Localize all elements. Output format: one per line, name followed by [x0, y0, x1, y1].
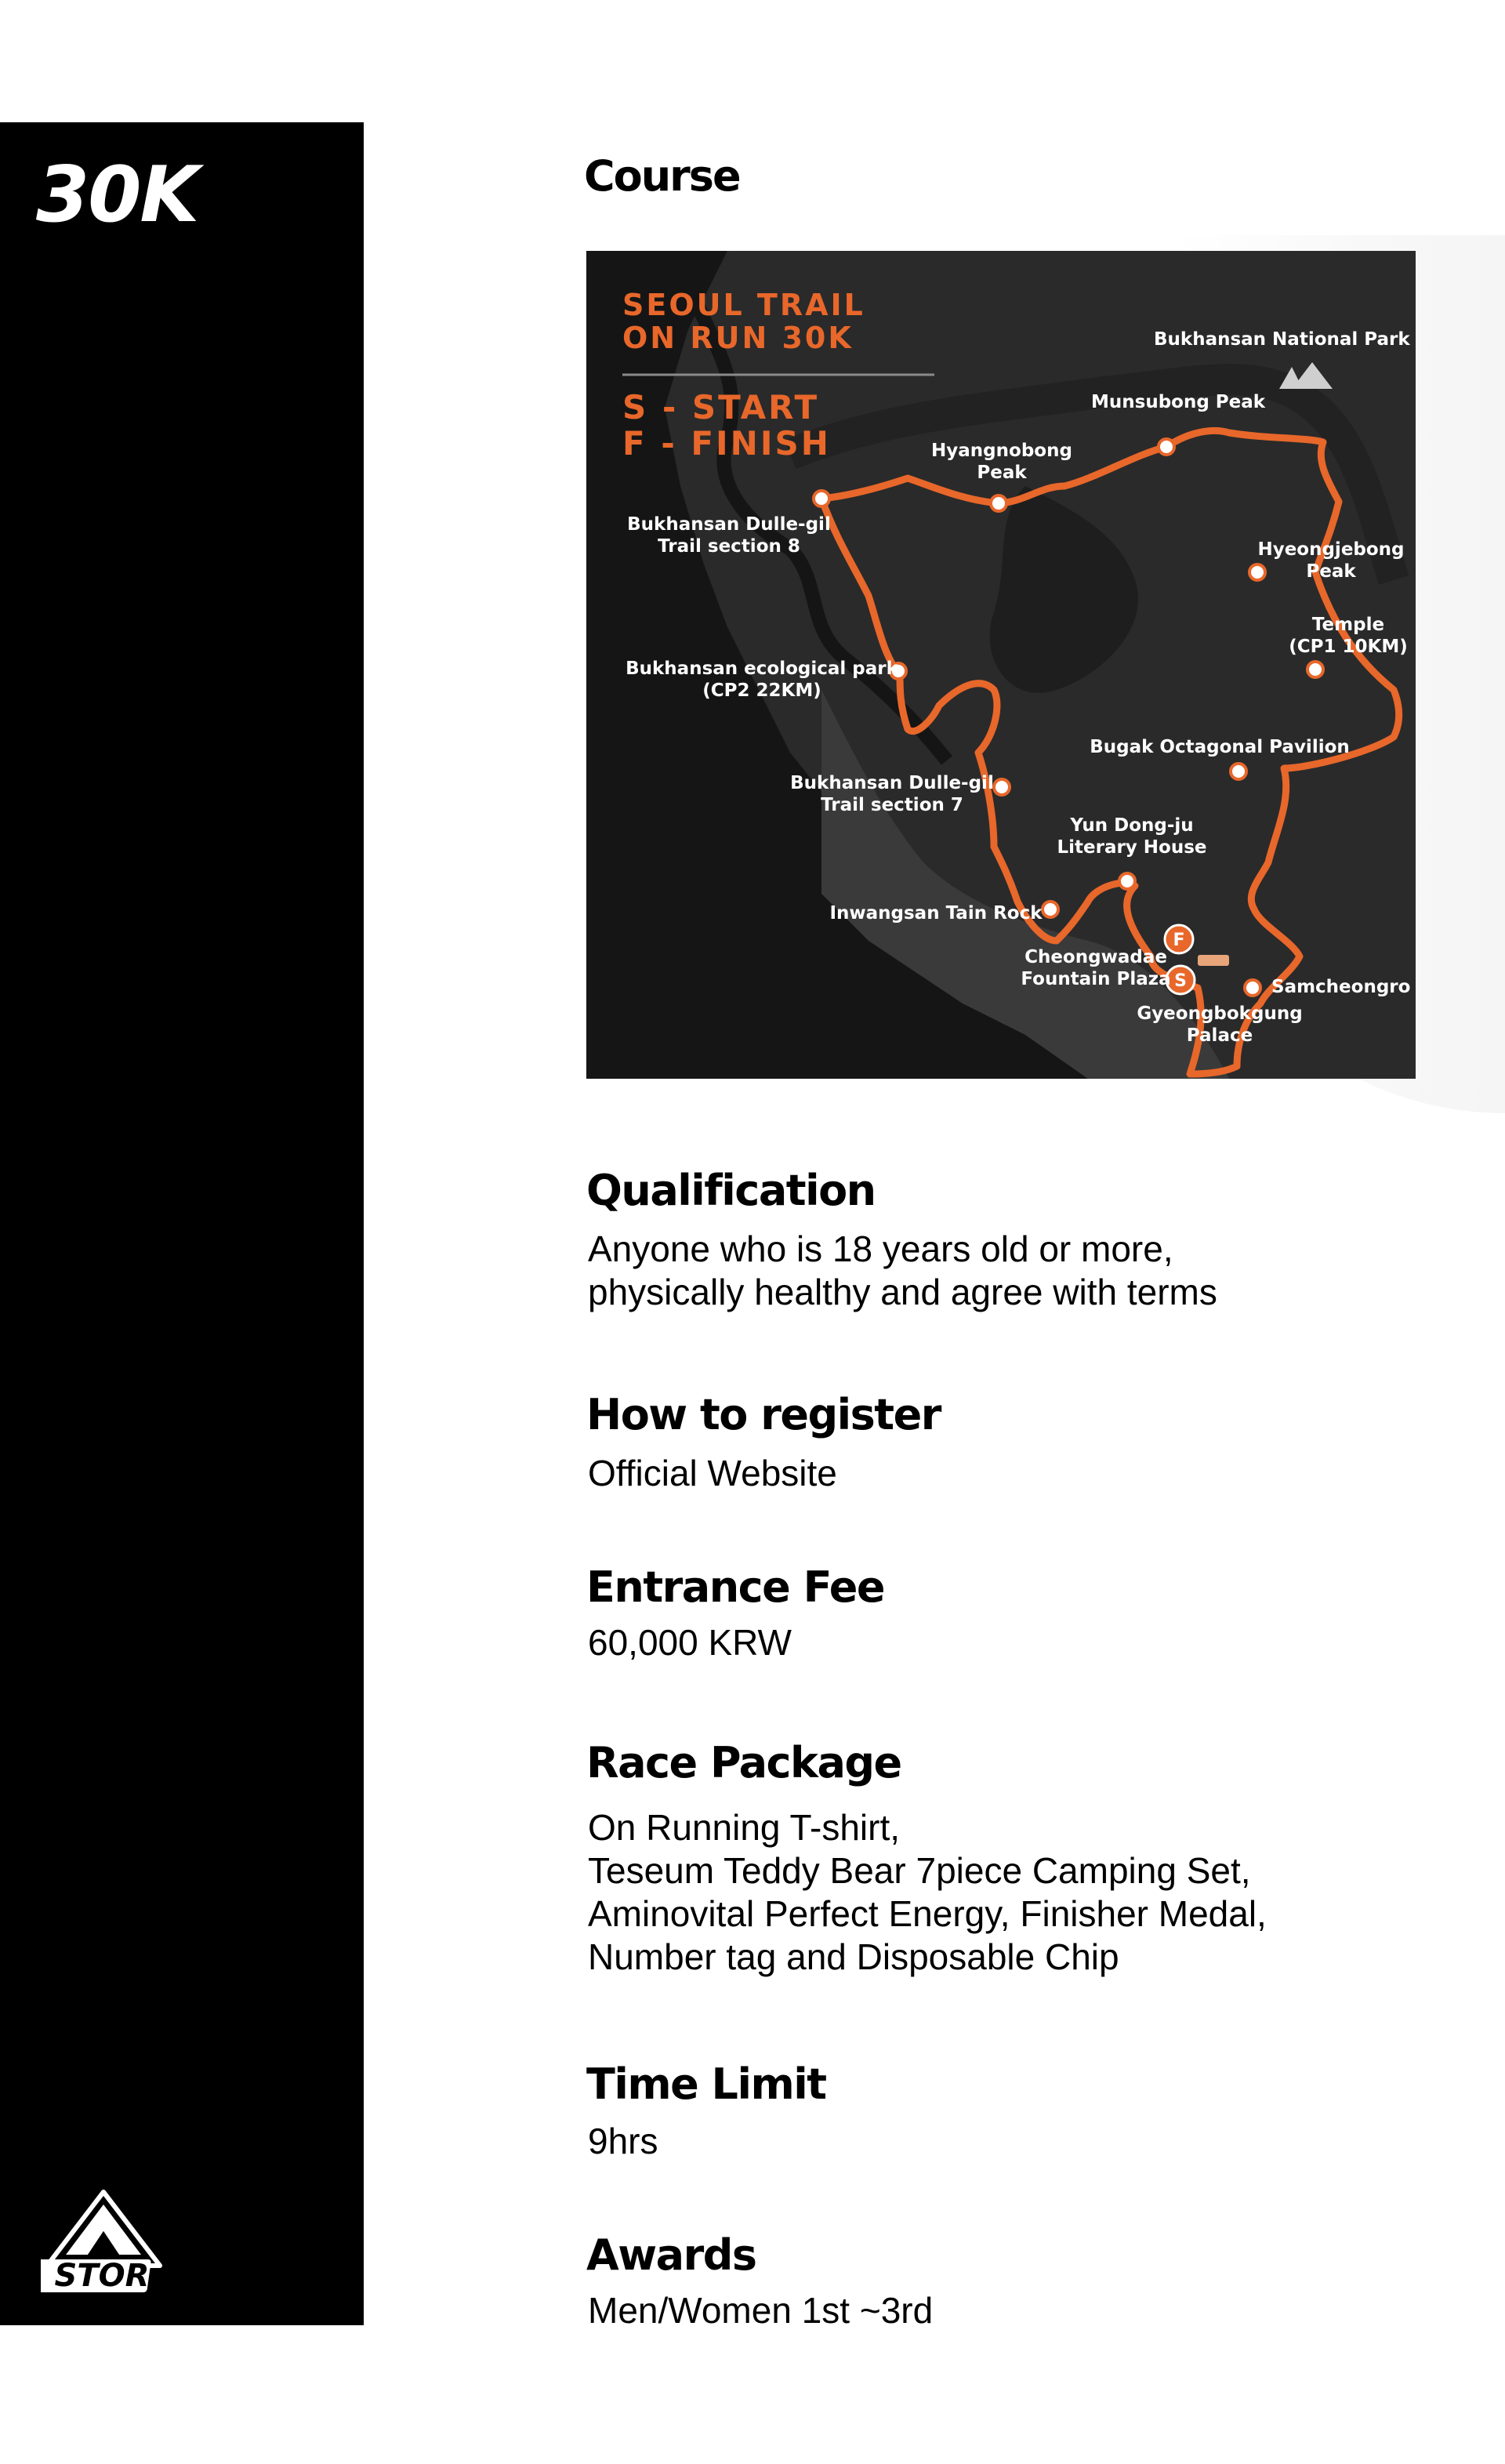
cp-dot-samcheongro	[1243, 978, 1262, 997]
label-yundongju-1: Yun Dong-ju	[1069, 815, 1193, 836]
label-samcheongro: Samcheongro	[1271, 977, 1410, 997]
label-dullegil8-1: Bukhansan Dulle-gil	[627, 514, 831, 535]
label-bugak: Bugak Octagonal Pavilion	[1090, 737, 1350, 757]
label-hyangnobong-1: Hyangnobong	[931, 441, 1072, 461]
map-title-line1: SEOUL TRAIL	[622, 288, 865, 322]
palace-icon	[1198, 955, 1229, 966]
logo-text: STOR	[55, 2258, 150, 2294]
cp-dot-dullegil8	[812, 489, 831, 508]
cp-dot-hyeongjebong	[1248, 563, 1267, 582]
time-limit-heading: Time Limit	[586, 2059, 827, 2109]
inner-valley	[989, 486, 1138, 693]
cp-dot-dullegil7	[992, 778, 1011, 797]
package-line3: Aminovital Perfect Energy, Finisher Meda…	[588, 1893, 1267, 1934]
awards-text: Men/Women 1st ~3rd	[588, 2290, 934, 2331]
time-limit-text: 9hrs	[588, 2121, 658, 2161]
label-temple-2: (CP1 10KM)	[1289, 637, 1408, 657]
label-gyeongbok-2: Palace	[1187, 1025, 1253, 1046]
city-area	[821, 690, 1229, 1079]
qualification-line2: physically healthy and agree with terms	[588, 1272, 1217, 1312]
course-heading: Course	[584, 151, 742, 201]
label-eco-park-2: (CP2 22KM)	[702, 680, 821, 701]
label-yundongju-2: Literary House	[1057, 837, 1206, 858]
label-inwangsan: Inwangsan Tain Rock	[829, 903, 1043, 924]
register-heading: How to register	[586, 1390, 941, 1439]
cp-dot-bugak	[1229, 762, 1248, 781]
package-line2: Teseum Teddy Bear 7piece Camping Set,	[588, 1850, 1251, 1891]
fee-heading: Entrance Fee	[586, 1562, 886, 1612]
label-national-park: Bukhansan National Park	[1154, 329, 1410, 350]
package-heading: Race Package	[586, 1738, 902, 1787]
start-marker: S	[1165, 964, 1196, 996]
cp-dot-yundongju	[1118, 872, 1137, 891]
register-text: Official Website	[588, 1453, 837, 1493]
label-dullegil7-1: Bukhansan Dulle-gil	[790, 773, 994, 793]
checkpoint-dots	[812, 437, 1325, 997]
map-legend-finish: F - FINISH	[622, 424, 831, 463]
map-legend-start: S - START	[622, 388, 819, 426]
stor-logo: STOR	[41, 2190, 162, 2294]
awards-heading: Awards	[586, 2230, 757, 2280]
mountain-icon	[1279, 362, 1333, 389]
course-route	[818, 426, 1403, 1078]
label-dullegil8-2: Trail section 8	[658, 536, 800, 557]
label-dullegil7-2: Trail section 7	[821, 795, 963, 815]
cp-dot-eco-park	[889, 662, 908, 680]
svg-text:F: F	[1173, 931, 1184, 950]
cp-dot-temple	[1306, 660, 1325, 679]
distance-title: 30K	[36, 151, 199, 240]
course-map: F S SEOUL TRAIL ON RU	[586, 251, 1416, 1079]
label-hyeongjebong-1: Hyeongjebong	[1257, 539, 1404, 560]
label-munsubong: Munsubong Peak	[1091, 392, 1266, 412]
label-hyeongjebong-2: Peak	[1306, 561, 1356, 582]
label-cheongwadae-2: Fountain Plaza	[1021, 969, 1170, 989]
label-hyangnobong-2: Peak	[977, 463, 1027, 483]
package-line1: On Running T-shirt,	[588, 1807, 901, 1848]
course-map-svg: F S SEOUL TRAIL ON RU	[622, 251, 1416, 1079]
finish-marker: F	[1163, 924, 1195, 955]
qualification-line1: Anyone who is 18 years old or more,	[588, 1228, 1173, 1269]
cp-dot-munsubong	[1157, 437, 1176, 456]
sidebar	[0, 122, 364, 2325]
label-temple-1: Temple	[1312, 615, 1384, 635]
qualification-heading: Qualification	[586, 1166, 876, 1215]
label-gyeongbok-1: Gyeongbokgung	[1137, 1003, 1302, 1024]
ridge-shape	[784, 364, 1409, 585]
label-cheongwadae-1: Cheongwadae	[1024, 947, 1167, 967]
label-eco-park-1: Bukhansan ecological park	[626, 659, 899, 679]
fee-text: 60,000 KRW	[588, 1622, 792, 1663]
map-title-line2: ON RUN 30K	[622, 321, 854, 355]
cp-dot-inwangsan	[1041, 900, 1060, 919]
svg-text:S: S	[1174, 971, 1187, 991]
package-line4: Number tag and Disposable Chip	[588, 1936, 1119, 1977]
river-shape	[681, 279, 953, 765]
cp-dot-hyangnobong	[989, 494, 1008, 513]
